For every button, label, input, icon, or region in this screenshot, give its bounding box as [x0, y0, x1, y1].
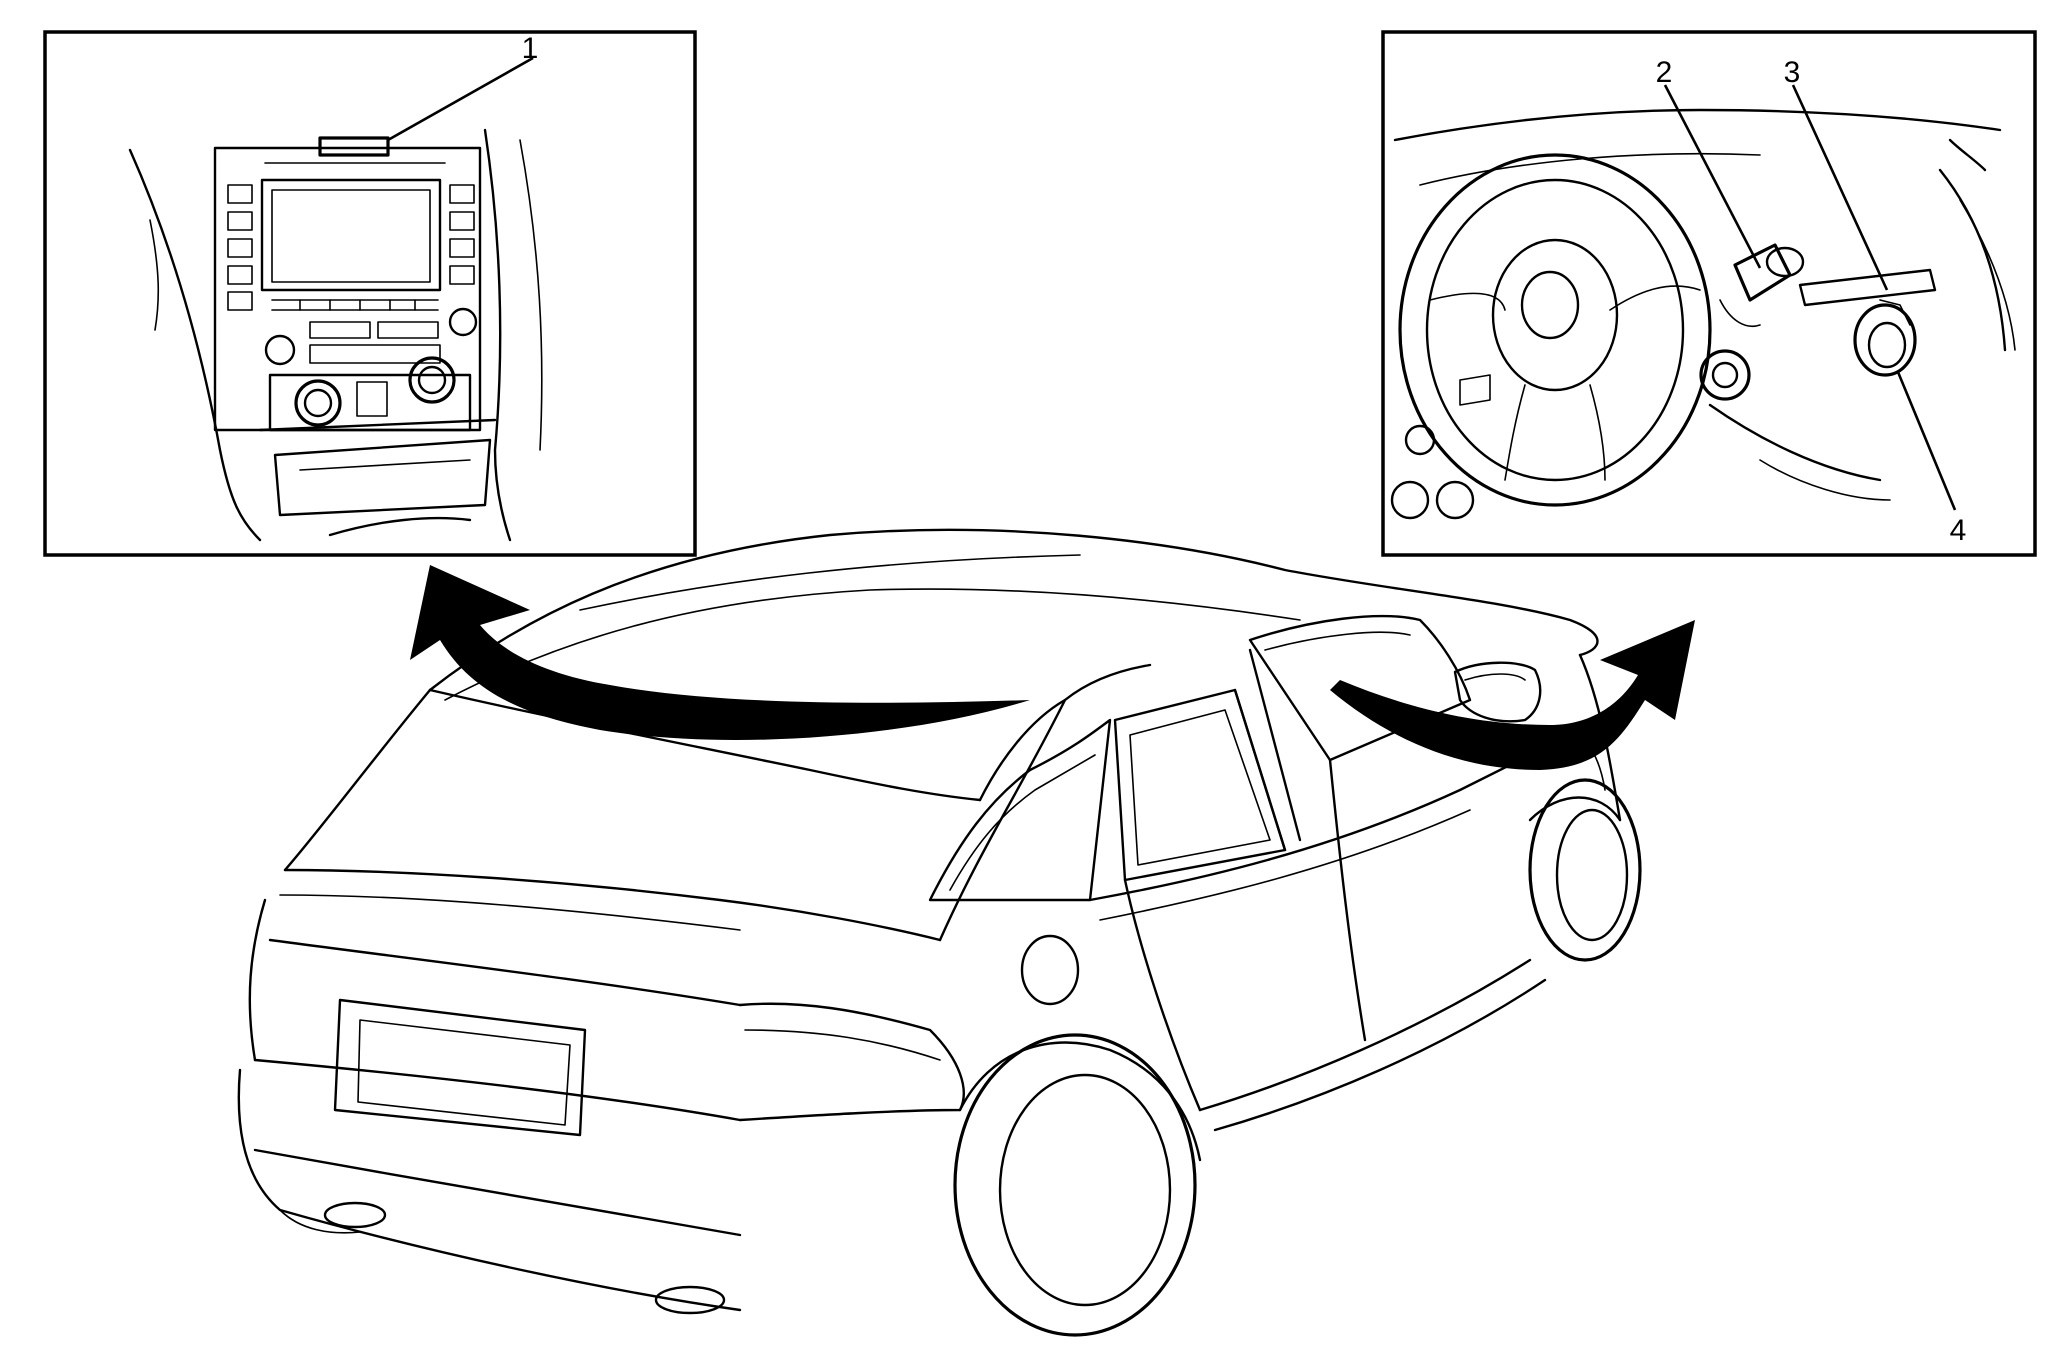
callout-3: 3: [1784, 56, 1801, 89]
callout-1-target-component: [318, 136, 390, 157]
leader-2: [1663, 84, 1762, 269]
callout-4-target-component: [1853, 303, 1917, 377]
leader-3: [1791, 84, 1889, 291]
inset-center-console: [43, 30, 697, 557]
arrow-left: [410, 565, 1030, 740]
leader-4: [1896, 371, 1957, 511]
callout-4: 4: [1950, 514, 1967, 547]
inset-driver-dash: [1381, 30, 2037, 557]
callout-2: 2: [1656, 56, 1673, 89]
callout-1: 1: [522, 32, 539, 65]
leader-1: [387, 56, 534, 142]
arrow-right: [1330, 620, 1695, 770]
leader-lines: [387, 56, 1957, 511]
